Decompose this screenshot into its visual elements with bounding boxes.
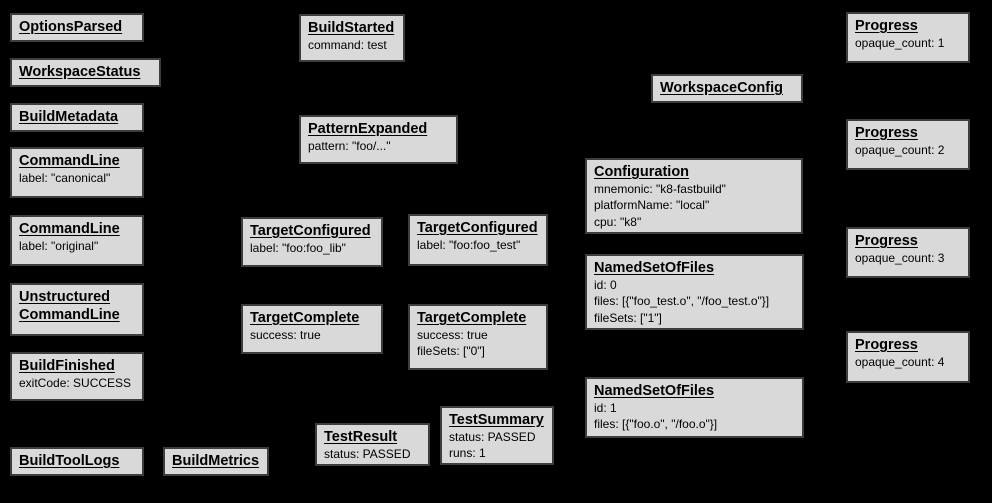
node-title: TestSummary xyxy=(449,412,544,428)
node-title: TestResult xyxy=(324,429,398,445)
node-title: CommandLine xyxy=(19,153,120,169)
node-title: TargetConfigured xyxy=(250,223,371,239)
node-build-started: BuildStarted command: test xyxy=(299,14,405,62)
node-field: label: "foo:foo_test" xyxy=(417,238,521,253)
node-field: opaque_count: 1 xyxy=(855,36,945,51)
node-title: TargetConfigured xyxy=(417,220,538,236)
node-field: opaque_count: 4 xyxy=(855,355,945,370)
node-field: exitCode: SUCCESS xyxy=(19,376,132,391)
node-title: TargetComplete xyxy=(250,310,360,326)
node-field: pattern: "foo/..." xyxy=(308,139,391,154)
node-title: Configuration xyxy=(594,164,690,180)
node-progress-3: Progress opaque_count: 3 xyxy=(846,227,970,278)
node-title: WorkspaceStatus xyxy=(19,64,141,80)
node-target-configured-foo-test: TargetConfigured label: "foo:foo_test" xyxy=(408,214,548,266)
node-field: fileSets: ["1"] xyxy=(594,310,662,325)
node-build-finished: BuildFinished exitCode: SUCCESS xyxy=(10,352,144,401)
node-configuration: Configuration mnemonic: "k8-fastbuild"pla… xyxy=(585,158,803,234)
node-title: Progress xyxy=(855,18,918,34)
node-title: BuildMetrics xyxy=(172,453,260,469)
node-field: label: "canonical" xyxy=(19,171,111,186)
node-command-line-canonical: CommandLine label: "canonical" xyxy=(10,147,144,198)
node-field: platformName: "local" xyxy=(594,198,710,213)
node-title: BuildToolLogs xyxy=(19,453,120,469)
node-pattern-expanded: PatternExpanded pattern: "foo/..." xyxy=(299,115,458,164)
node-field: id: 1 xyxy=(594,401,617,416)
node-test-result: TestResult status: PASSED xyxy=(315,423,430,466)
node-field: status: PASSED xyxy=(449,430,536,445)
node-title: BuildFinished xyxy=(19,358,115,374)
node-progress-4: Progress opaque_count: 4 xyxy=(846,331,970,383)
node-title: Progress xyxy=(855,125,918,141)
node-workspace-status: WorkspaceStatus xyxy=(10,58,161,87)
node-title: BuildStarted xyxy=(308,20,395,36)
node-title: NamedSetOfFiles xyxy=(594,260,715,276)
node-title: BuildMetadata xyxy=(19,109,119,125)
node-field: status: PASSED xyxy=(324,447,411,462)
node-field: files: [{"foo_test.o", "/foo_test.o"}] xyxy=(594,294,770,309)
node-build-metadata: BuildMetadata xyxy=(10,103,144,132)
node-field: runs: 1 xyxy=(449,446,486,461)
node-title: CommandLine xyxy=(19,307,120,324)
node-title: Progress xyxy=(855,337,918,353)
node-options-parsed: OptionsParsed xyxy=(10,13,144,42)
node-target-complete-lib: TargetComplete success: true xyxy=(241,304,383,354)
node-title: WorkspaceConfig xyxy=(660,80,784,96)
node-field: fileSets: ["0"] xyxy=(417,344,485,359)
node-title: NamedSetOfFiles xyxy=(594,383,715,399)
node-field: files: [{"foo.o", "/foo.o"}] xyxy=(594,417,718,432)
node-workspace-config: WorkspaceConfig xyxy=(651,74,803,103)
node-field: label: "foo:foo_lib" xyxy=(250,241,346,256)
node-target-configured-foo-lib: TargetConfigured label: "foo:foo_lib" xyxy=(241,217,383,267)
node-field: id: 0 xyxy=(594,278,617,293)
node-field: success: true xyxy=(250,328,321,343)
node-title: TargetComplete xyxy=(417,310,527,326)
node-build-metrics: BuildMetrics xyxy=(163,447,269,476)
node-title: CommandLine xyxy=(19,221,120,237)
node-title: Progress xyxy=(855,233,918,249)
node-field: mnemonic: "k8-fastbuild" xyxy=(594,182,726,197)
node-field: command: test xyxy=(308,38,387,53)
node-field: label: "original" xyxy=(19,239,99,254)
node-progress-2: Progress opaque_count: 2 xyxy=(846,119,970,170)
node-progress-1: Progress opaque_count: 1 xyxy=(846,12,970,63)
node-title: OptionsParsed xyxy=(19,19,123,35)
node-title: Unstructured xyxy=(19,289,111,305)
node-field: opaque_count: 3 xyxy=(855,251,945,266)
node-command-line-original: CommandLine label: "original" xyxy=(10,215,144,266)
node-field: cpu: "k8" xyxy=(594,214,642,229)
node-field: opaque_count: 2 xyxy=(855,143,945,158)
node-title: PatternExpanded xyxy=(308,121,428,137)
node-field: success: true xyxy=(417,328,488,343)
node-build-tool-logs: BuildToolLogs xyxy=(10,447,144,476)
